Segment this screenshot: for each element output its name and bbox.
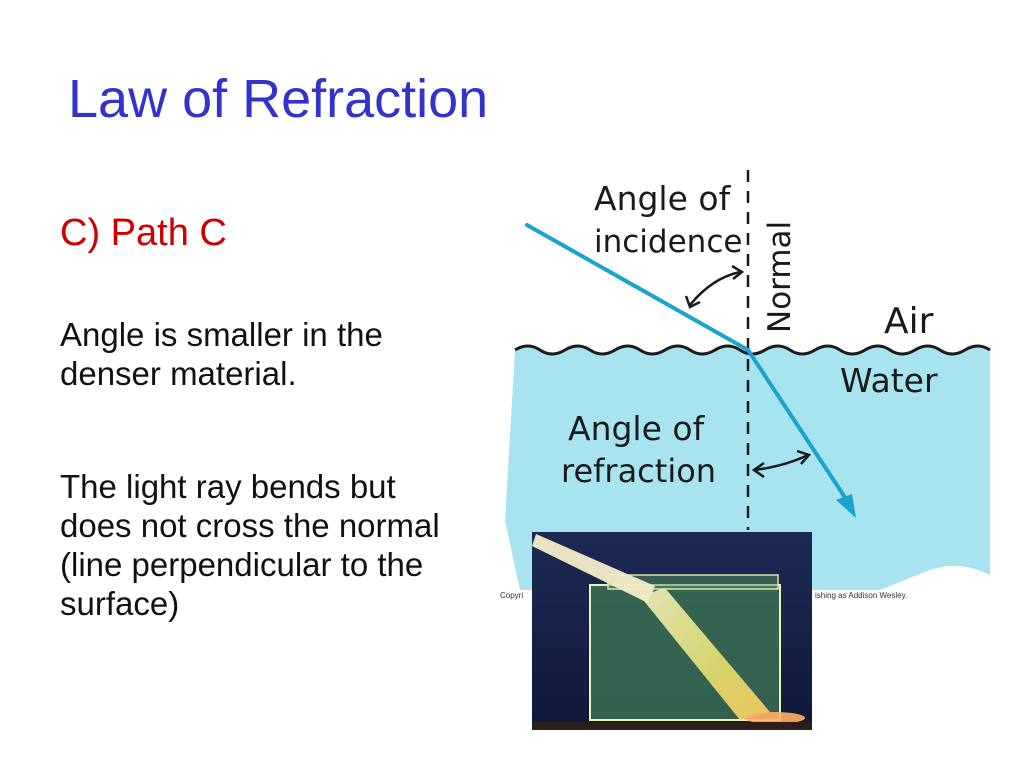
beam-exit-glow <box>745 712 805 724</box>
label-incidence-line2: incidence <box>594 224 742 260</box>
refraction-photo <box>532 532 812 730</box>
copyright-left: Copyri <box>500 591 523 600</box>
paragraph-ray-bends: The light ray bends but does not cross t… <box>60 468 440 622</box>
refracted-light-beam <box>640 588 770 720</box>
copyright-right: ishing as Addison Wesley. <box>815 591 907 600</box>
label-water: Water <box>840 361 938 400</box>
slide-title: Law of Refraction <box>68 69 489 129</box>
refracted-ray <box>746 348 852 507</box>
refraction-arc-arrow-b <box>796 449 812 465</box>
incidence-angle-arc <box>689 270 741 306</box>
refraction-arc-arrow-a <box>751 461 765 479</box>
incidence-arc-arrow-a <box>684 295 701 309</box>
label-refraction-line1: Angle of <box>568 409 706 448</box>
label-normal: Normal <box>762 221 798 333</box>
incidence-arc-arrow-b <box>731 264 745 280</box>
incoming-light-beam <box>532 534 655 603</box>
incident-ray <box>525 223 750 352</box>
label-air: Air <box>884 301 934 342</box>
label-incidence-line1: Angle of <box>594 179 732 218</box>
refracted-ray-arrowhead <box>836 494 856 518</box>
refraction-angle-arc <box>754 453 809 472</box>
label-refraction-line2: refraction <box>561 452 716 490</box>
paragraph-angle-smaller: Angle is smaller in the denser material. <box>60 316 383 392</box>
path-c-heading: C) Path C <box>60 212 227 254</box>
